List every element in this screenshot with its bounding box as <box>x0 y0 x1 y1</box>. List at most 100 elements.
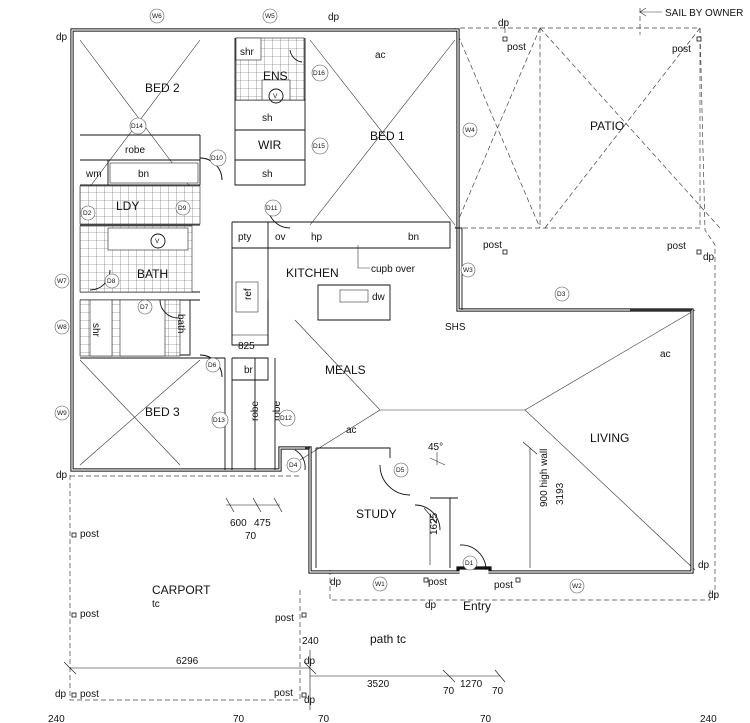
dim-70-d: 70 <box>233 714 245 723</box>
fixture-v-bath: V <box>155 238 160 245</box>
room-ldy: LDY <box>116 199 139 213</box>
note-angle: 45° <box>428 442 443 453</box>
svg-text:D11: D11 <box>266 205 278 212</box>
dim-600: 600 <box>230 518 247 529</box>
fixture-cupb-over: cupb over <box>371 264 416 275</box>
dp-label-8: dp <box>425 600 437 611</box>
svg-text:D15: D15 <box>313 143 325 150</box>
svg-text:W9: W9 <box>57 410 67 417</box>
note-ac-living: ac <box>660 349 671 360</box>
tag-W6: W6 <box>149 8 165 24</box>
svg-text:D3: D3 <box>557 291 566 298</box>
plan-notes: ac ac ac SHS SAIL BY OWNER 900 high wall… <box>346 7 743 507</box>
fixture-dw: dw <box>372 292 386 303</box>
svg-text:W2: W2 <box>572 583 582 590</box>
svg-text:D1: D1 <box>465 560 474 567</box>
tag-D14: D14 <box>129 117 147 135</box>
post-labels: post post post post post post post post … <box>80 42 691 700</box>
dp-label-2: dp <box>328 12 340 23</box>
tag-D12: D12 <box>278 409 296 427</box>
path-label: path tc <box>370 632 406 646</box>
svg-text:D16: D16 <box>313 70 325 77</box>
room-labels: BED 2 BED 1 BED 3 ENS WIR LDY BATH KITCH… <box>116 69 629 646</box>
fixture-robe-bed2: robe <box>125 145 145 156</box>
note-sail: SAIL BY OWNER <box>665 8 743 19</box>
room-meals: MEALS <box>325 363 366 377</box>
dim-475: 475 <box>254 518 271 529</box>
svg-text:W4: W4 <box>465 127 475 134</box>
interior-walls <box>80 38 692 568</box>
dp-label-10: dp <box>55 689 67 700</box>
fixture-robe-bed3a: robe <box>250 401 261 421</box>
dim-240-c: 240 <box>700 714 717 723</box>
tag-W1: W1 <box>372 576 388 592</box>
dim-1625: 1625 <box>429 512 440 535</box>
tag-W7: W7 <box>54 273 70 289</box>
fixture-shr-bath: shr <box>90 323 101 338</box>
tag-W9: W9 <box>54 405 70 421</box>
post-label-5: post <box>80 529 99 540</box>
fixture-bn-kitchen: bn <box>408 232 419 243</box>
svg-text:W6: W6 <box>152 13 162 20</box>
dp-label-4: dp <box>703 252 715 263</box>
post-label-10: post <box>428 577 447 588</box>
dim-3193: 3193 <box>555 482 566 505</box>
post-label-3: post <box>483 240 502 251</box>
fixture-ref: ref <box>243 288 254 300</box>
post-label-11: post <box>494 580 513 591</box>
note-ac-meals: ac <box>346 425 357 436</box>
dp-label-1: dp <box>56 32 68 43</box>
tag-W8: W8 <box>54 319 70 335</box>
fixture-hp: hp <box>311 232 323 243</box>
room-wir: WIR <box>258 138 282 152</box>
room-bed3: BED 3 <box>145 405 180 419</box>
room-patio: PATIO <box>590 119 624 133</box>
svg-text:W3: W3 <box>463 267 473 274</box>
room-bed1: BED 1 <box>370 129 405 143</box>
fixture-v-ens: V <box>273 93 278 100</box>
svg-text:D7: D7 <box>140 304 149 311</box>
dim-70-b: 70 <box>443 686 455 697</box>
dp-label-7: dp <box>330 577 342 588</box>
tag-D6: D6 <box>205 357 221 373</box>
svg-text:D12: D12 <box>280 415 292 422</box>
post-label-8: post <box>275 613 294 624</box>
note-ac-bed1: ac <box>375 50 386 61</box>
tag-D11: D11 <box>264 199 282 217</box>
tiled-areas <box>79 37 305 357</box>
dim-240-b: 240 <box>48 714 65 723</box>
exterior-walls <box>70 28 694 574</box>
post-label-6: post <box>80 609 99 620</box>
tag-D5: D5 <box>393 462 409 478</box>
tag-D16: D16 <box>311 64 329 82</box>
post-label-4: post <box>667 241 686 252</box>
dim-6296: 6296 <box>176 656 199 667</box>
dim-70-c: 70 <box>492 686 504 697</box>
dim-3520: 3520 <box>367 679 390 690</box>
fixture-pty: pty <box>238 232 251 243</box>
tag-W4: W4 <box>462 122 478 138</box>
tag-D8: D8 <box>104 273 120 289</box>
fixture-bath: bath <box>175 314 186 333</box>
dim-825: 825 <box>238 341 255 352</box>
svg-text:D9: D9 <box>178 205 187 212</box>
room-kitchen: KITCHEN <box>286 266 339 280</box>
fixture-sh-top: sh <box>262 113 273 124</box>
tag-W3: W3 <box>460 262 476 278</box>
post-label-7: post <box>80 689 99 700</box>
tag-D9: D9 <box>175 200 191 216</box>
room-ens: ENS <box>263 69 288 83</box>
basin-icon <box>150 233 166 249</box>
dim-70-e: 70 <box>318 714 330 723</box>
dim-70-f: 70 <box>480 714 492 723</box>
basin-icon-ens <box>268 88 284 104</box>
posts <box>71 36 702 698</box>
svg-text:D4: D4 <box>289 462 298 469</box>
tag-W2: W2 <box>569 578 585 594</box>
post-label-2: post <box>672 44 691 55</box>
fixture-shr-ens: shr <box>240 47 255 58</box>
dp-label-11: dp <box>304 695 316 706</box>
tag-W5: W5 <box>262 8 278 24</box>
tag-D13: D13 <box>211 411 229 429</box>
fixture-sh-bottom: sh <box>262 169 273 180</box>
